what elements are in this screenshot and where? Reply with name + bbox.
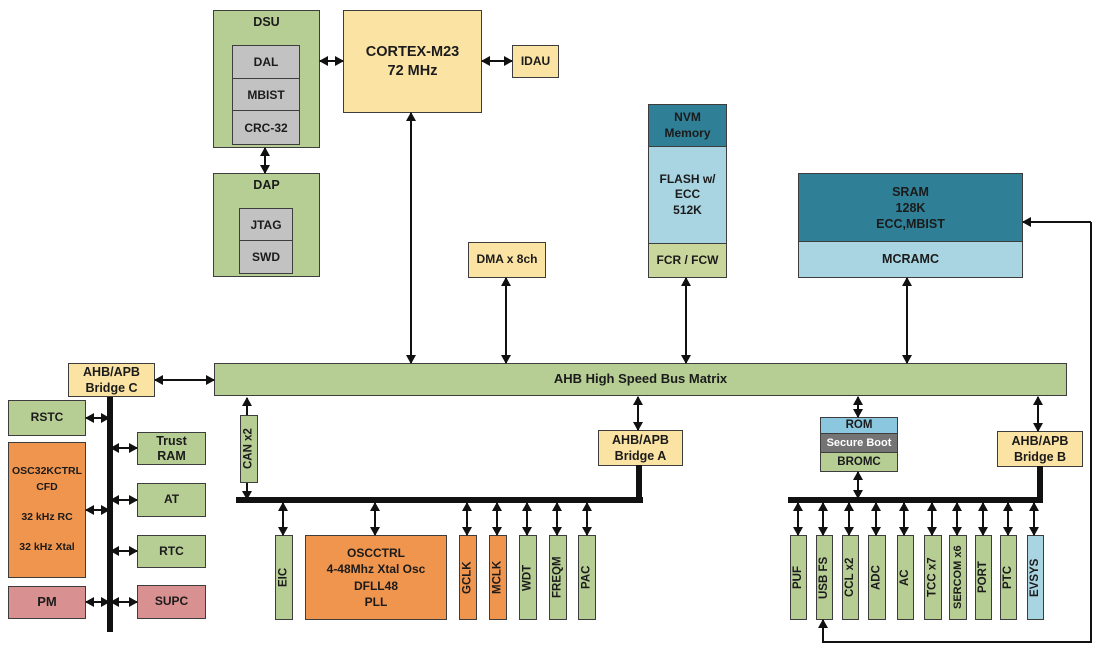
feedback-bottom-line: [822, 641, 1092, 643]
secure-boot-block: Secure Boot: [820, 432, 898, 454]
can-block: CAN x2: [240, 415, 258, 483]
puf-block: PUF: [790, 535, 807, 620]
gclk-block: GCLK: [459, 535, 477, 620]
sram-block: SRAM 128K ECC,MBIST: [798, 173, 1023, 242]
fcr-fcw-block: FCR / FCW: [648, 243, 727, 278]
idau-block: IDAU: [512, 45, 559, 78]
mbist-block: MBIST: [232, 77, 300, 112]
swd-block: SWD: [239, 239, 293, 274]
feedback-right-line: [1090, 222, 1092, 643]
ahb-apb-bridge-b: AHB/APB Bridge B: [997, 431, 1083, 467]
apb-bus-a-line: [236, 497, 643, 503]
ahb-apb-bridge-a: AHB/APB Bridge A: [598, 430, 683, 466]
adc-block: ADC: [868, 535, 886, 620]
freqm-block: FREQM: [549, 535, 567, 620]
tcc-block: TCC x7: [924, 535, 942, 620]
pm-block: PM: [8, 586, 86, 619]
dsu-title: DSU: [253, 15, 280, 29]
ahb-apb-bridge-c: AHB/APB Bridge C: [68, 363, 155, 397]
pac-block: PAC: [578, 535, 596, 620]
usb-fs-block: USB FS: [816, 535, 833, 620]
at-block: AT: [137, 483, 206, 517]
bridge-a-drop-line: [636, 465, 642, 501]
evsys-block: EVSYS: [1027, 535, 1044, 620]
eic-block: EIC: [275, 535, 293, 620]
sercom-block: SERCOM x6: [949, 535, 967, 620]
wdt-block: WDT: [519, 535, 537, 620]
osc32kctrl-block: OSC32KCTRL CFD 32 kHz RC 32 kHz Xtal: [8, 442, 86, 578]
dap-sub-stack: JTAG SWD: [239, 208, 293, 274]
trust-ram-block: Trust RAM: [137, 432, 206, 465]
dsu-sub-stack: DAL MBIST CRC-32: [232, 45, 300, 145]
cortex-m23-block: CORTEX-M23 72 MHz: [343, 10, 482, 113]
rtc-block: RTC: [137, 535, 206, 568]
dal-block: DAL: [232, 45, 300, 79]
crc32-block: CRC-32: [232, 110, 300, 145]
ahb-bus-matrix: AHB High Speed Bus Matrix: [214, 363, 1067, 396]
ccl-block: CCL x2: [842, 535, 859, 620]
bridge-b-drop-line: [1037, 466, 1043, 501]
flash-block: FLASH w/ ECC 512K: [648, 145, 727, 245]
dap-title: DAP: [253, 178, 280, 192]
supc-block: SUPC: [137, 585, 206, 619]
bromc-block: BROMC: [820, 452, 898, 472]
nvm-memory-header: NVM Memory: [648, 104, 727, 147]
rstc-block: RSTC: [8, 400, 86, 436]
ptc-block: PTC: [1000, 535, 1017, 620]
apb-bus-c-line: [107, 397, 113, 632]
dma-block: DMA x 8ch: [468, 242, 546, 278]
apb-bus-b-line: [788, 497, 1043, 503]
oscctrl-block: OSCCTRL 4-48Mhz Xtal Osc DFLL48 PLL: [305, 535, 447, 620]
rom-block: ROM: [820, 417, 898, 434]
port-block: PORT: [975, 535, 992, 620]
mcramc-block: MCRAMC: [798, 240, 1023, 278]
ac-block: AC: [897, 535, 914, 620]
jtag-block: JTAG: [239, 208, 293, 241]
mclk-block: MCLK: [489, 535, 507, 620]
